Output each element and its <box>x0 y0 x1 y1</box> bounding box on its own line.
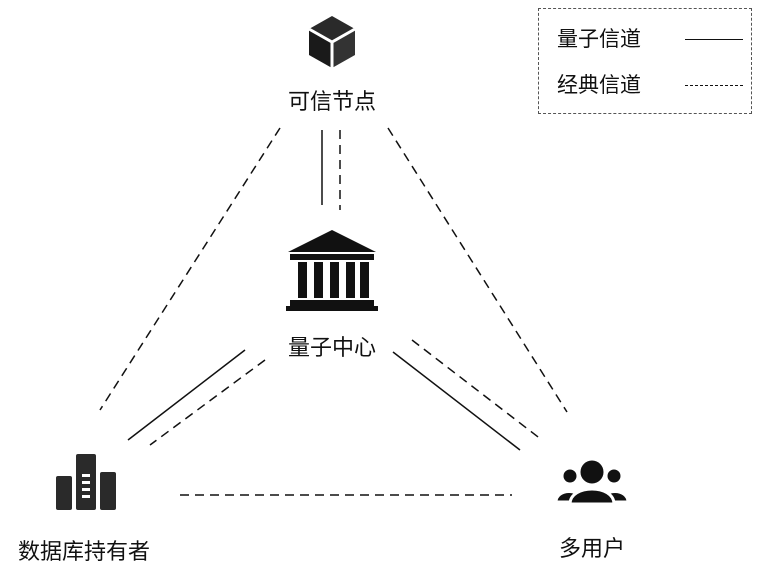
classical-channel-trusted-db <box>100 128 280 410</box>
legend-classical-line <box>685 85 743 86</box>
users-group-icon <box>556 459 628 504</box>
trusted-node-label: 可信节点 <box>288 84 376 116</box>
legend-quantum-label: 量子信道 <box>557 23 641 53</box>
legend: 量子信道 经典信道 <box>538 8 752 114</box>
db-holder-label: 数据库持有者 <box>18 534 150 566</box>
quantum-center-label: 量子中心 <box>288 330 376 362</box>
quantum-channel-center-users <box>393 352 520 450</box>
cube-icon <box>309 16 355 68</box>
classical-channel-center-users <box>412 340 542 440</box>
quantum-channel-center-db <box>128 350 245 440</box>
legend-quantum-line <box>685 39 743 40</box>
classical-channel-center-db <box>150 360 265 445</box>
bank-building-icon <box>286 230 378 311</box>
legend-classical-label: 经典信道 <box>557 69 641 99</box>
database-bars-icon <box>56 454 116 510</box>
multi-user-label: 多用户 <box>559 531 625 563</box>
